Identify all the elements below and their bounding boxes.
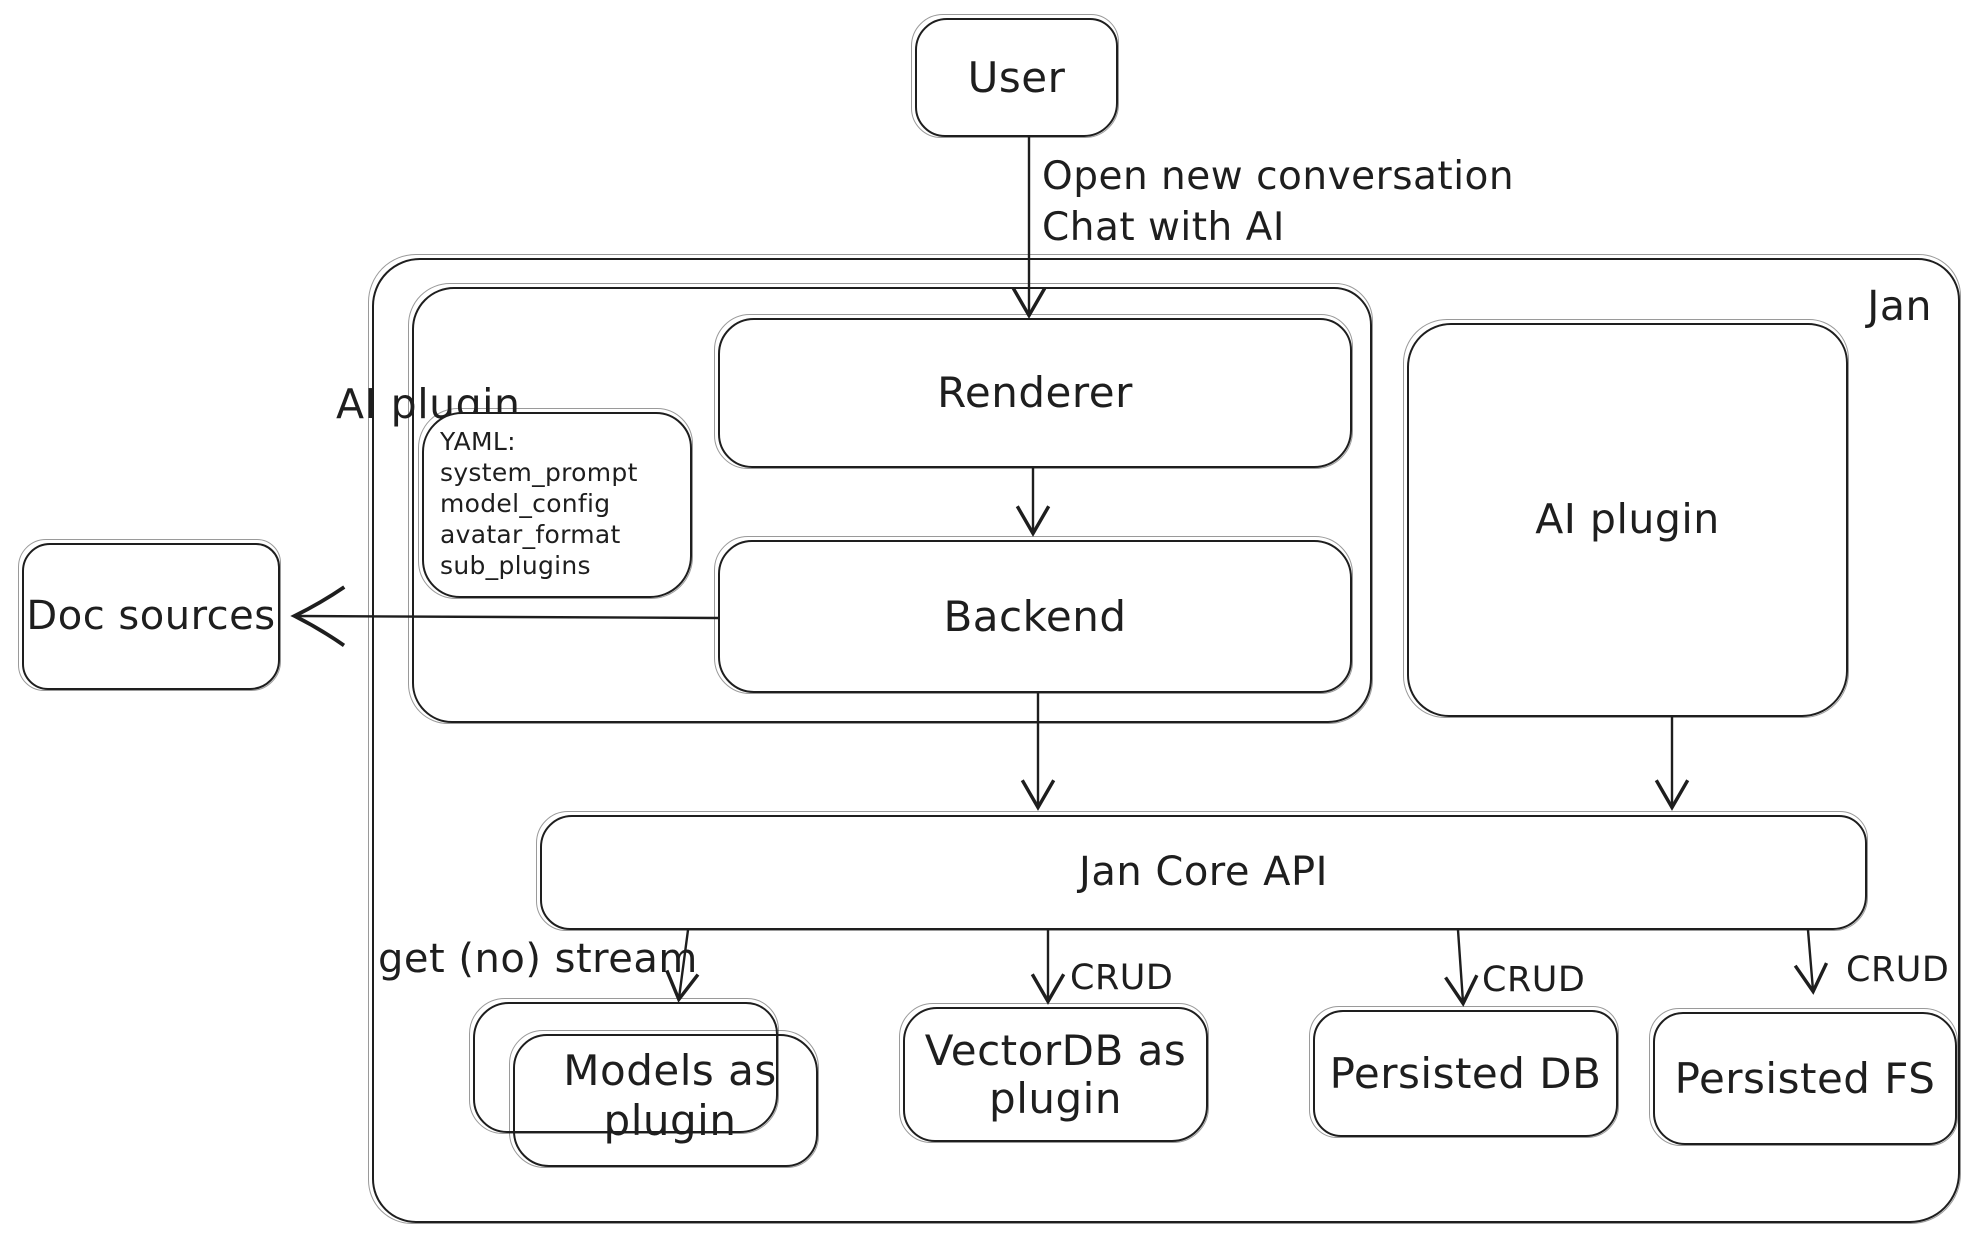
crud-label-vectordb: CRUD xyxy=(1070,958,1174,998)
renderer-box: Renderer xyxy=(714,314,1353,469)
jan-core-api-box: Jan Core API xyxy=(536,811,1868,931)
yaml-note-line: model_config xyxy=(440,489,611,518)
user-box: User xyxy=(911,14,1119,138)
user-edge-label-line2: Chat with AI xyxy=(1042,204,1285,250)
vectordb-as-plugin-box: VectorDB as plugin xyxy=(899,1003,1209,1143)
yaml-note-box: YAML: system_prompt model_config avatar_… xyxy=(418,408,693,599)
crud-label-persisted-fs: CRUD xyxy=(1846,950,1950,990)
get-no-stream-label: get (no) stream xyxy=(378,936,698,982)
yaml-note-line: avatar_format xyxy=(440,520,621,549)
crud-label-persisted-db: CRUD xyxy=(1482,960,1586,1000)
jan-container-label: Jan xyxy=(1867,282,1932,330)
models-as-plugin-label: Models as plugin xyxy=(563,1046,777,1145)
persisted-fs-box: Persisted FS xyxy=(1649,1008,1958,1146)
ai-plugin-right-box: AI plugin xyxy=(1403,319,1849,718)
yaml-note-line: system_prompt xyxy=(440,458,638,487)
backend-box: Backend xyxy=(714,536,1353,694)
yaml-note-line: YAML: xyxy=(440,427,516,456)
persisted-db-box: Persisted DB xyxy=(1309,1006,1619,1138)
doc-sources-box: Doc sources xyxy=(18,539,281,691)
user-edge-label: Open new conversation Chat with AI xyxy=(1042,152,1514,253)
user-edge-label-line1: Open new conversation xyxy=(1042,154,1515,199)
yaml-note-line: sub_plugins xyxy=(440,551,591,580)
